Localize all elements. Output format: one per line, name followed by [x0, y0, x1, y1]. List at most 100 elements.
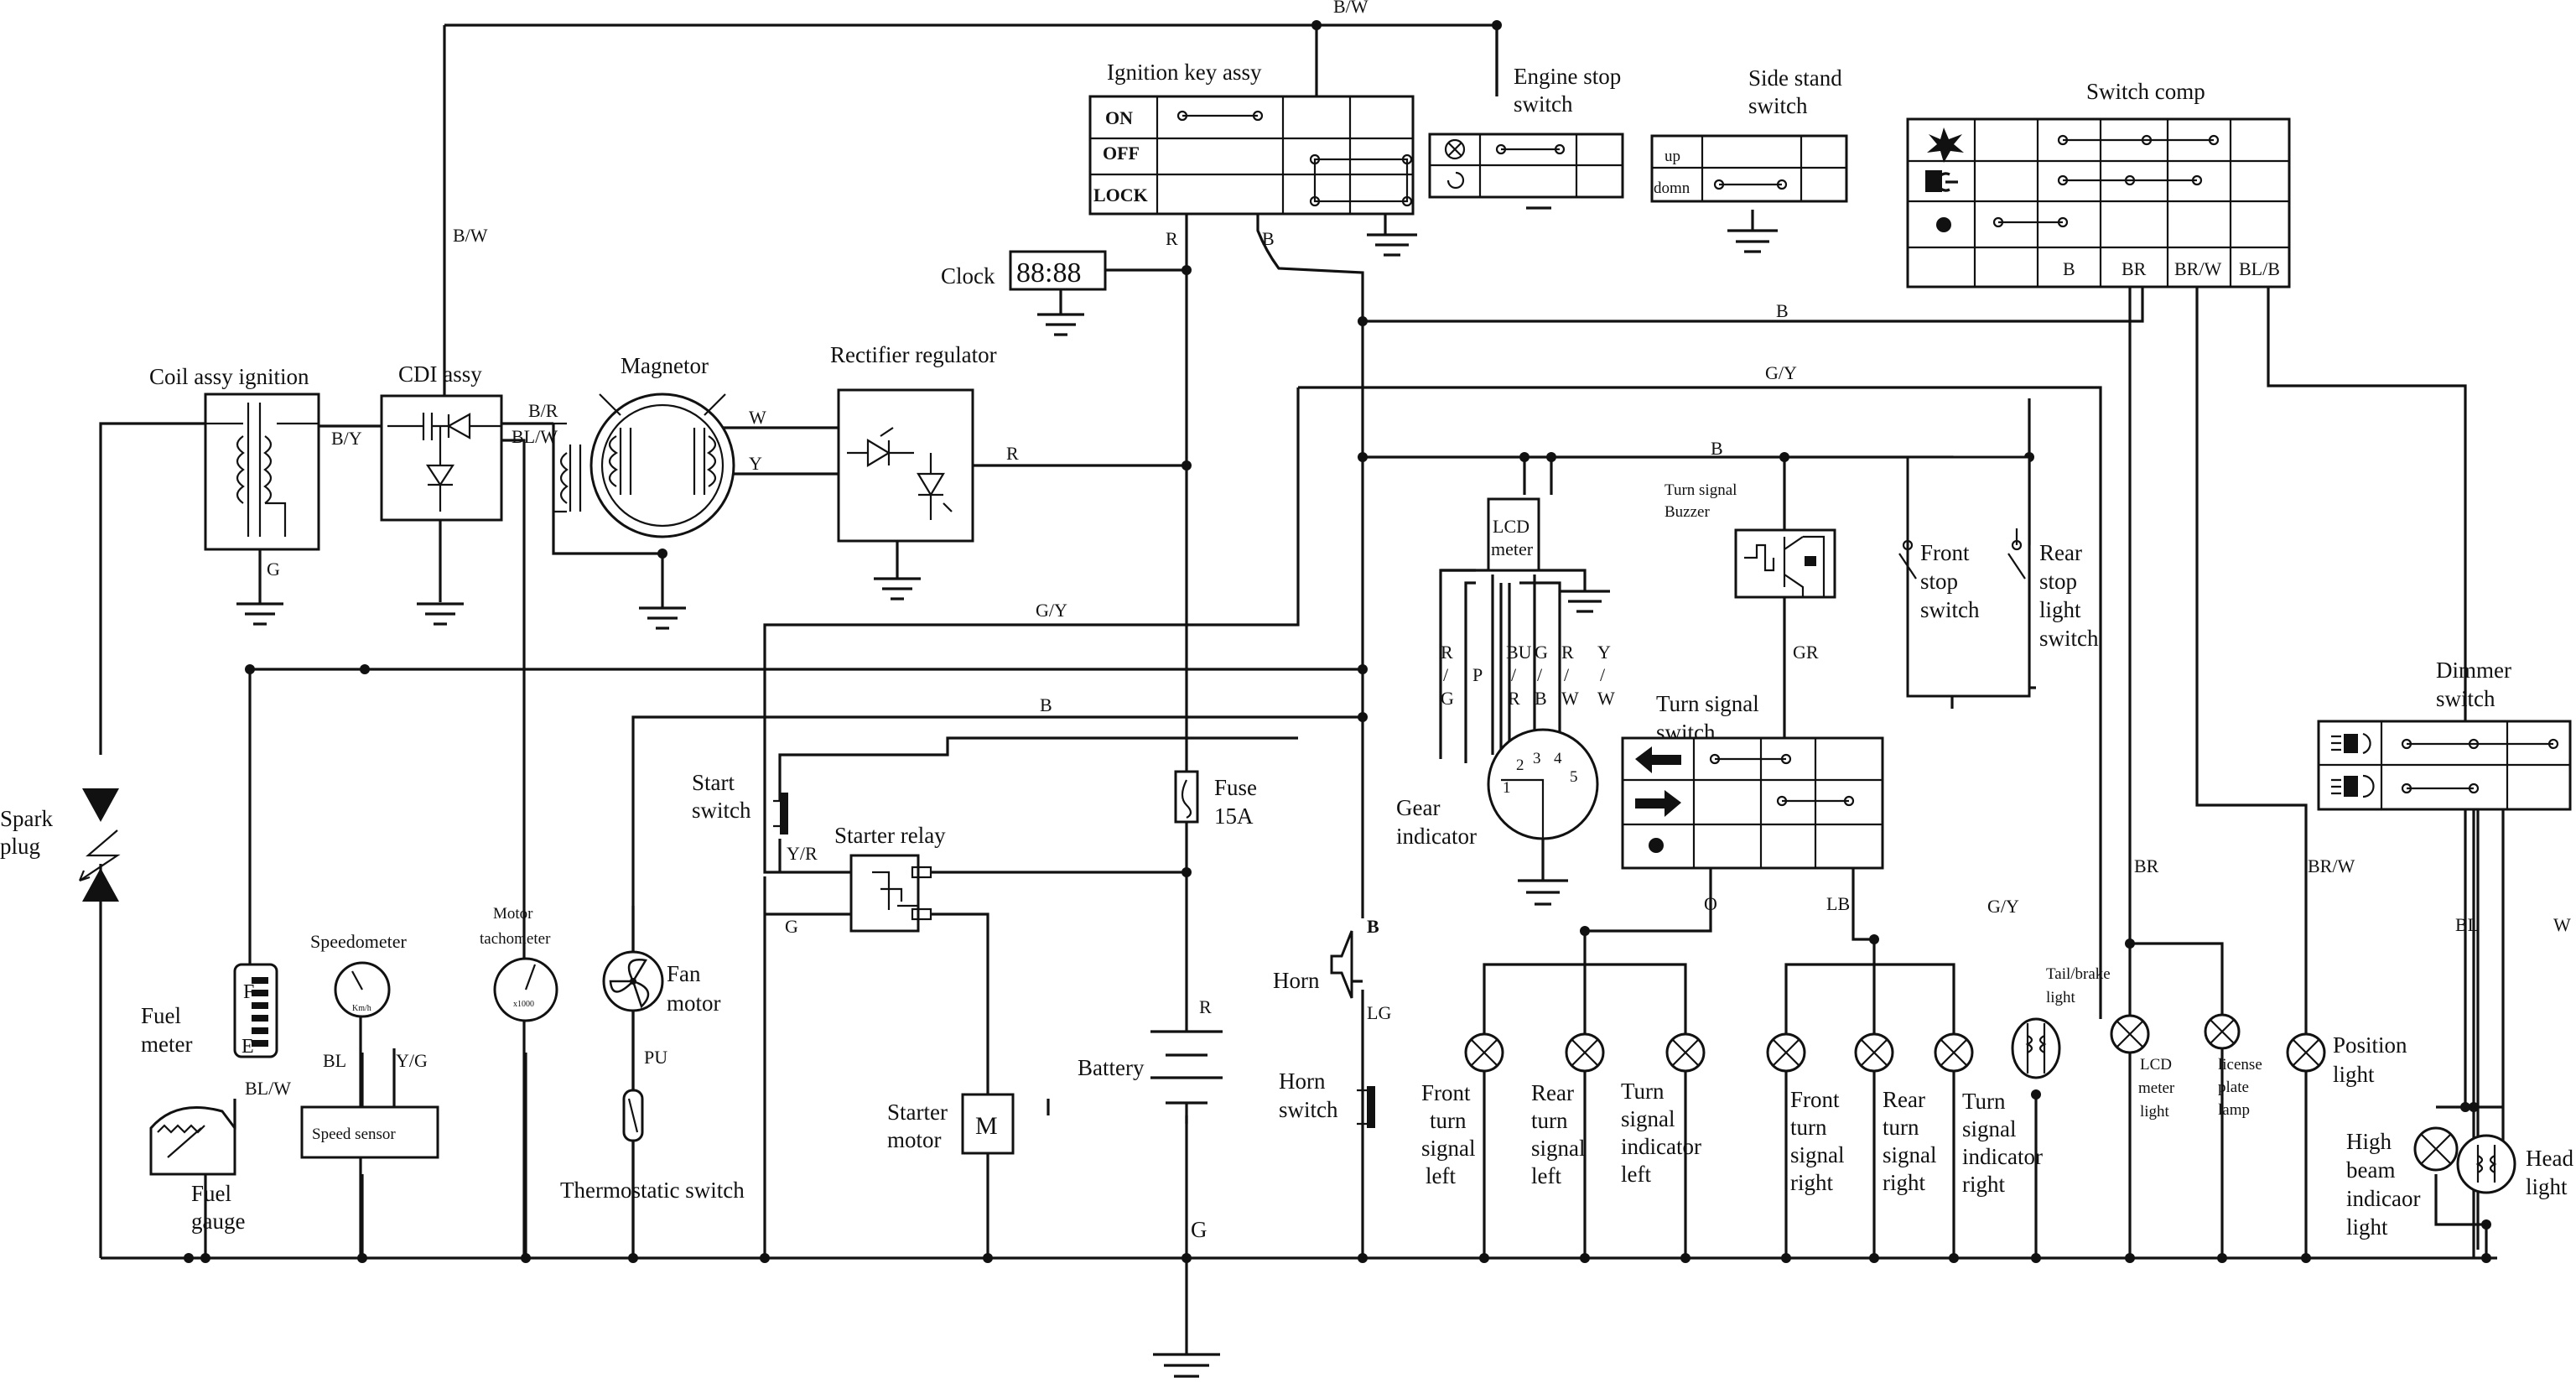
wire-label-coil-by: B/Y — [331, 428, 362, 449]
wire-label-key-b: B — [1262, 228, 1275, 249]
side-stand-label-1: Side stand — [1748, 65, 1842, 91]
gear-wire-label: / — [1537, 664, 1543, 685]
magnetor: Magnetor B/R BL/W W Y — [512, 353, 766, 538]
lamp-label: signal — [1790, 1142, 1845, 1167]
gear-pin-3: 3 — [1533, 750, 1541, 767]
engine-stop-label-2: switch — [1514, 91, 1573, 117]
battery: Battery — [1078, 1030, 1223, 1105]
lamp-label: left — [1621, 1162, 1651, 1187]
tachometer-dial: x1000 — [513, 1000, 534, 1009]
wire-label-ground-g: G — [1191, 1217, 1208, 1242]
gear-wire-labels: R / G P BU / R G / B R / W Y / W — [1441, 642, 1615, 709]
front-stop-label-2: stop — [1920, 569, 1958, 594]
lamp-label: right — [1790, 1170, 1833, 1195]
gear-wire-label: P — [1472, 664, 1483, 685]
switch-comp-label: Switch comp — [2086, 79, 2205, 104]
gear-wire-label: G — [1535, 642, 1548, 663]
wire-label-turn-lb: LB — [1826, 893, 1850, 914]
gear-indicator-label-2: indicator — [1396, 824, 1477, 849]
fuel-meter-label-2: meter — [141, 1032, 192, 1057]
indicator-dot-icon — [1649, 838, 1664, 853]
wire-label-mag-y: Y — [749, 453, 762, 474]
gear-indicator-label-1: Gear — [1396, 795, 1440, 820]
clock-display: 88:88 — [1016, 257, 1081, 289]
thermostatic-switch: Thermostatic switch — [560, 1089, 745, 1203]
coil-assy-ignition: Coil assy ignition B/Y G — [149, 364, 362, 580]
wire-label-gy-left: G/Y — [1036, 600, 1067, 621]
engine-stop-switch: Engine stop switch — [1428, 64, 1624, 199]
wire-labels: B/W R B B G/Y B G/Y B Y/R G R G B LG BL/… — [245, 0, 2571, 1242]
rear-stop-label-3: light — [2039, 597, 2081, 622]
indicator-dot-icon — [1936, 217, 1951, 232]
lamp-label: plate — [2218, 1079, 2249, 1096]
wire-label-rect-r: R — [1006, 443, 1019, 464]
wire-label-b-left: B — [1040, 694, 1052, 715]
fan-motor-label-1: Fan — [667, 961, 701, 986]
lamp-label: beam — [2346, 1157, 2395, 1183]
start-switch-label-2: switch — [692, 798, 751, 823]
gear-wire-label: W — [1597, 688, 1615, 709]
lcd-meter-label-1: LCD — [1493, 516, 1530, 537]
lamp-label: Turn — [1962, 1089, 2006, 1114]
lamp-label: light — [2333, 1062, 2375, 1087]
horn-switch: Horn switch — [1279, 1068, 1375, 1128]
stop-switches: Front stop switch Rear stop light switch — [1898, 455, 2099, 698]
wire-label-horn-b: B — [1367, 916, 1379, 937]
lamp-label: light — [2046, 989, 2076, 1006]
wire-label-turn-gr: GR — [1793, 642, 1819, 663]
starter-relay: Starter relay — [834, 823, 946, 933]
high-beam-icon — [2344, 734, 2358, 753]
wire-label-cdi-bw: B/W — [453, 225, 488, 246]
starter-motor-symbol: M — [975, 1112, 998, 1140]
wire-label-top-bw: B/W — [1333, 0, 1368, 17]
lamp-label: signal — [1962, 1116, 2017, 1141]
fuel-meter: F E Fuel meter — [141, 963, 278, 1058]
wire-label-speed-bl: BL — [323, 1050, 346, 1071]
lamp-label: signal — [1621, 1106, 1675, 1131]
lamp-label: indicator — [1962, 1144, 2043, 1169]
wire-label-b-mid: B — [1711, 438, 1723, 459]
switch-comp: Switch comp B BR BR/W BL/B — [1906, 79, 2291, 289]
gear-wire-label: BU — [1506, 642, 1532, 663]
rectifier-label: Rectifier regulator — [830, 342, 997, 367]
turn-signal-buzzer: Turn signal Buzzer — [1665, 481, 1836, 599]
front-stop-label-3: switch — [1920, 597, 1980, 622]
tail-brake-light: Tail/brake light — [2011, 965, 2111, 1079]
junction-dots — [184, 20, 2491, 1263]
horn: Horn — [1273, 930, 1353, 999]
wire-label-sw-brw: BR/W — [2174, 258, 2221, 279]
gear-wire-label: Y — [1597, 642, 1611, 663]
lcd-meter-label-2: meter — [1491, 538, 1534, 559]
turn-signal-indicator-left-lamp: Turn signal indicator left — [1621, 1032, 1706, 1187]
gear-wire-label: W — [1561, 688, 1579, 709]
lamp-label: signal — [1883, 1142, 1937, 1167]
gear-wire-label: R — [1561, 642, 1574, 663]
rear-stop-label-1: Rear — [2039, 540, 2082, 565]
turn-signal-switch: Turn signal switch — [1621, 691, 1884, 870]
lamp-label: Head — [2526, 1146, 2573, 1171]
front-turn-signal-right-lamp: Front turn signal right — [1766, 1032, 1845, 1195]
wire-label-fuel-blw: BL/W — [245, 1078, 291, 1099]
horn-switch-label-2: switch — [1279, 1097, 1338, 1122]
ignition-key-assy: Ignition key assy ON OFF LOCK — [1088, 60, 1415, 216]
dimmer-label-1: Dimmer — [2436, 658, 2511, 683]
lamp-label: lamp — [2218, 1101, 2250, 1119]
lamp-label: left — [1426, 1163, 1456, 1188]
wire-label-mag-w: W — [749, 407, 766, 428]
right-arrow-icon — [1635, 790, 1681, 817]
lamp-label: Position — [2333, 1032, 2407, 1058]
wire-label-key-r: R — [1166, 228, 1178, 249]
horn-label: Horn — [1273, 968, 1320, 993]
starter-motor-label-1: Starter — [887, 1100, 948, 1125]
ground-symbols — [236, 159, 1778, 1378]
wire-label-turn-o: O — [1704, 893, 1717, 914]
wire-label-dim-w: W — [2553, 914, 2571, 935]
wire-label-battery-r: R — [1199, 996, 1212, 1017]
lamp-label: turn — [1531, 1108, 1568, 1133]
wire-label-mag-blw: BL/W — [512, 426, 558, 447]
speedometer-label: Speedometer — [310, 931, 408, 952]
key-position-lock: LOCK — [1093, 185, 1148, 205]
turn-switch-label-1: Turn signal — [1656, 691, 1759, 716]
lamp-label: signal — [1421, 1136, 1476, 1161]
lamp-label: High — [2346, 1129, 2392, 1154]
